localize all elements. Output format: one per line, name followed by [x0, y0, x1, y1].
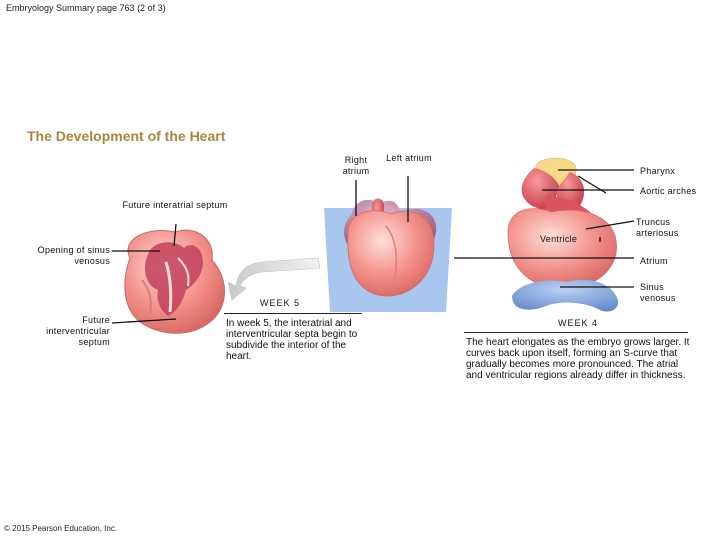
- week4-heading: WEEK 4: [558, 318, 599, 328]
- week5-description: In week 5, the interatrial and intervent…: [226, 318, 358, 362]
- page-breadcrumb: Embryology Summary page 763 (2 of 3): [6, 3, 166, 13]
- week5-heading: WEEK 5: [260, 298, 301, 308]
- label-opening-of-sinus-venosus: Opening of sinus venosus: [37, 245, 110, 266]
- label-atrium: Atrium: [640, 256, 668, 266]
- label-right-atrium: Right atrium: [342, 155, 370, 176]
- label-pharynx: Pharynx: [640, 166, 676, 176]
- label-left-atrium: Left atrium: [386, 153, 432, 163]
- label-future-interatrial-septum: Future interatrial septum: [122, 200, 228, 210]
- week4-heart-diagram: [507, 157, 619, 312]
- figure-title: The Development of the Heart: [27, 128, 226, 144]
- week5-heart-diagram: [324, 198, 452, 312]
- label-truncus-arteriosus: Truncus arteriosus: [636, 217, 679, 238]
- sectioned-heart-diagram: [124, 229, 225, 334]
- label-aortic-arches: Aortic arches: [640, 186, 697, 196]
- label-ventricle: Ventricle: [540, 234, 578, 244]
- week4-divider: [464, 332, 688, 333]
- week4-description: The heart elongates as the embryo grows …: [466, 337, 690, 381]
- copyright-notice: © 2015 Pearson Education, Inc.: [4, 524, 118, 533]
- week5-divider: [224, 313, 362, 314]
- label-sinus-venosus: Sinus venosus: [640, 282, 676, 303]
- label-future-interventricular-septum: Future interventricular septum: [46, 315, 110, 347]
